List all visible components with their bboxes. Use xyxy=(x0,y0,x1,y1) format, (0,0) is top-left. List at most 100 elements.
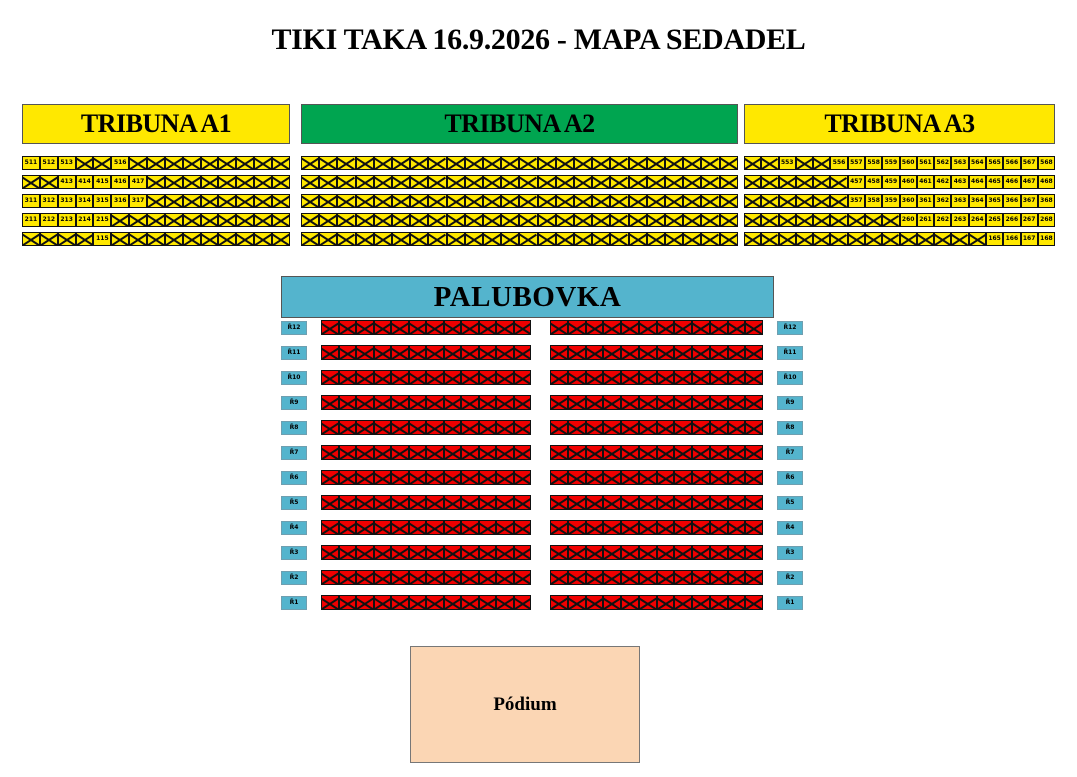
seat-a3[interactable]: 557 xyxy=(847,156,865,170)
seat-a3[interactable]: 359 xyxy=(882,194,900,208)
seat-a1[interactable]: 315 xyxy=(93,194,112,208)
seat-number: 561 xyxy=(919,159,932,166)
seat-a3[interactable]: 167 xyxy=(1020,232,1038,246)
seat-a3[interactable]: 562 xyxy=(934,156,952,170)
seat-a1[interactable]: 317 xyxy=(129,194,148,208)
seat-a3-sold xyxy=(795,175,814,189)
seat-a1[interactable]: 513 xyxy=(57,156,76,170)
seat-a3[interactable]: 566 xyxy=(1003,156,1021,170)
tribune-header-a1[interactable]: TRIBUNA A1 xyxy=(22,104,290,144)
seat-a3[interactable]: 568 xyxy=(1037,156,1056,170)
seat-a3[interactable]: 459 xyxy=(882,175,900,189)
seat-a1[interactable]: 213 xyxy=(57,213,76,227)
seat-number: 368 xyxy=(1040,197,1053,204)
seat-a3[interactable]: 360 xyxy=(899,194,917,208)
seat-floor-sold xyxy=(478,445,496,460)
seat-a3[interactable]: 465 xyxy=(985,175,1004,189)
seat-a3[interactable]: 357 xyxy=(847,194,865,208)
seat-a3[interactable]: 460 xyxy=(899,175,917,189)
seat-a1[interactable]: 313 xyxy=(57,194,76,208)
seat-a3[interactable]: 364 xyxy=(968,194,986,208)
seat-a1-sold xyxy=(147,175,165,189)
seat-a3[interactable]: 267 xyxy=(1020,213,1038,227)
seat-floor-sold xyxy=(478,545,496,560)
seat-a1[interactable]: 215 xyxy=(93,213,112,227)
seat-floor-sold xyxy=(443,545,461,560)
seat-a1[interactable]: 516 xyxy=(111,156,130,170)
seat-number: 357 xyxy=(850,197,863,204)
seat-number: 511 xyxy=(24,159,38,166)
seat-a1[interactable]: 511 xyxy=(22,156,40,170)
seat-a3[interactable]: 556 xyxy=(830,156,848,170)
seat-a1[interactable]: 413 xyxy=(57,175,76,189)
seat-a3[interactable]: 466 xyxy=(1003,175,1021,189)
seat-a1[interactable]: 417 xyxy=(129,175,148,189)
seat-a3[interactable]: 368 xyxy=(1037,194,1056,208)
seat-a3[interactable]: 263 xyxy=(951,213,969,227)
seat-a2-sold xyxy=(665,232,684,246)
seat-a3[interactable]: 268 xyxy=(1037,213,1056,227)
seat-a2-sold xyxy=(410,213,429,227)
seat-a3[interactable]: 467 xyxy=(1020,175,1038,189)
seat-a3[interactable]: 363 xyxy=(951,194,969,208)
seat-a3[interactable]: 168 xyxy=(1037,232,1056,246)
seat-a1[interactable]: 115 xyxy=(93,232,112,246)
seat-a3[interactable]: 165 xyxy=(985,232,1004,246)
seat-a1[interactable]: 214 xyxy=(75,213,94,227)
seat-floor-sold xyxy=(656,595,675,610)
seat-a3[interactable]: 261 xyxy=(916,213,935,227)
seat-a2-sold xyxy=(319,194,338,208)
seat-a2-sold xyxy=(483,194,502,208)
seat-a3[interactable]: 553 xyxy=(778,156,796,170)
seat-a3[interactable]: 462 xyxy=(934,175,952,189)
seat-a1[interactable]: 415 xyxy=(93,175,112,189)
seat-a3[interactable]: 264 xyxy=(968,213,986,227)
seat-a2-sold xyxy=(665,213,684,227)
seat-a3[interactable]: 468 xyxy=(1037,175,1056,189)
seat-a3[interactable]: 358 xyxy=(864,194,883,208)
seat-a1[interactable]: 312 xyxy=(39,194,58,208)
seat-a1[interactable]: 414 xyxy=(75,175,94,189)
seat-a1[interactable]: 314 xyxy=(75,194,94,208)
seat-a3[interactable]: 367 xyxy=(1020,194,1038,208)
seat-floor-sold xyxy=(478,470,496,485)
seat-a2-sold xyxy=(646,213,666,227)
seat-a3[interactable]: 262 xyxy=(934,213,952,227)
seat-a2-sold xyxy=(301,213,320,227)
seat-a3[interactable]: 565 xyxy=(985,156,1004,170)
seat-a3[interactable]: 265 xyxy=(985,213,1004,227)
row-label-right-Ř2: Ř2 xyxy=(777,570,803,585)
seat-floor-sold xyxy=(656,495,675,510)
seat-a3[interactable]: 464 xyxy=(968,175,986,189)
seat-a1[interactable]: 212 xyxy=(39,213,58,227)
seat-a3[interactable]: 366 xyxy=(1003,194,1021,208)
seat-floor-sold xyxy=(426,595,444,610)
seat-a1[interactable]: 316 xyxy=(111,194,130,208)
seat-floor-sold xyxy=(727,520,746,535)
seat-a3[interactable]: 558 xyxy=(864,156,883,170)
seat-a3[interactable]: 457 xyxy=(847,175,865,189)
seat-a1[interactable]: 211 xyxy=(22,213,40,227)
seat-a3[interactable]: 260 xyxy=(899,213,917,227)
seat-a1[interactable]: 512 xyxy=(39,156,58,170)
seat-a3[interactable]: 463 xyxy=(951,175,969,189)
tribune-header-a2[interactable]: TRIBUNA A2 xyxy=(301,104,738,144)
seat-a1[interactable]: 311 xyxy=(22,194,40,208)
seat-a3[interactable]: 563 xyxy=(951,156,969,170)
seat-a3[interactable]: 564 xyxy=(968,156,986,170)
seat-a3[interactable]: 461 xyxy=(916,175,935,189)
seat-a3[interactable]: 361 xyxy=(916,194,935,208)
seat-a3[interactable]: 166 xyxy=(1003,232,1021,246)
seat-floor-sold xyxy=(496,395,514,410)
seat-a3[interactable]: 559 xyxy=(882,156,900,170)
seat-a3[interactable]: 561 xyxy=(916,156,935,170)
seat-a3[interactable]: 458 xyxy=(864,175,883,189)
seat-floor-sold xyxy=(727,495,746,510)
tribune-header-a3[interactable]: TRIBUNA A3 xyxy=(744,104,1055,144)
seat-a3[interactable]: 365 xyxy=(985,194,1004,208)
seat-a3[interactable]: 560 xyxy=(899,156,917,170)
seat-a3[interactable]: 567 xyxy=(1020,156,1038,170)
seat-a1[interactable]: 416 xyxy=(111,175,130,189)
seat-a3[interactable]: 362 xyxy=(934,194,952,208)
seat-a3[interactable]: 266 xyxy=(1003,213,1021,227)
